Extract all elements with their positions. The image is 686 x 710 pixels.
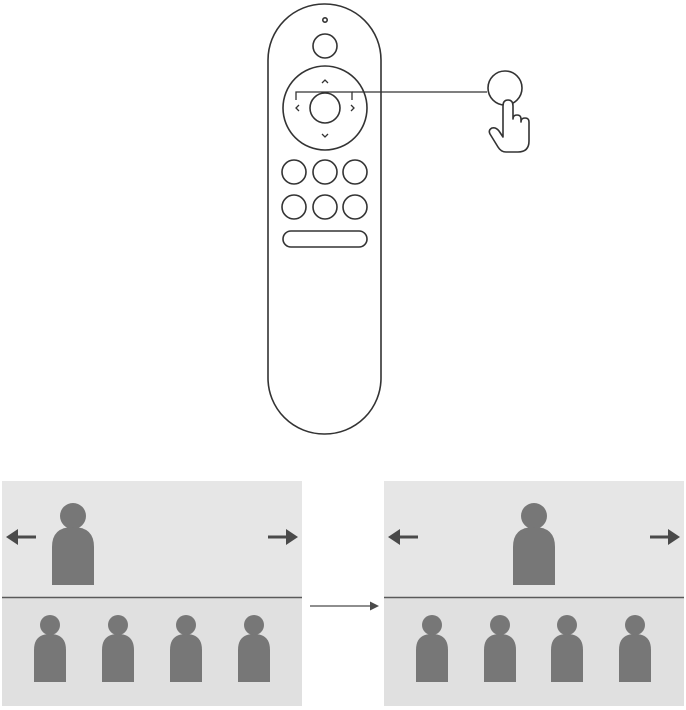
left-chevron-icon[interactable] [296, 105, 299, 111]
grid-button[interactable] [343, 160, 367, 184]
power-button-icon[interactable] [313, 34, 337, 58]
select-button-icon[interactable] [310, 93, 340, 123]
callout [296, 71, 529, 152]
up-chevron-icon[interactable] [322, 80, 328, 83]
right-arrow-icon [310, 602, 379, 611]
grid-button[interactable] [343, 195, 367, 219]
screen-after [384, 481, 684, 706]
pointing-hand-icon [489, 100, 529, 152]
grid-button[interactable] [282, 195, 306, 219]
down-chevron-icon[interactable] [322, 134, 328, 137]
button-grid [282, 160, 367, 219]
transition-arrow-head [370, 602, 379, 611]
status-led-icon [323, 18, 327, 22]
screen-before-top-panel [2, 481, 302, 597]
screen-before [2, 481, 302, 706]
grid-button[interactable] [282, 160, 306, 184]
remote-control [268, 4, 381, 434]
wide-pill-button[interactable] [283, 231, 367, 247]
grid-button[interactable] [313, 160, 337, 184]
right-chevron-icon[interactable] [351, 105, 354, 111]
grid-button[interactable] [313, 195, 337, 219]
